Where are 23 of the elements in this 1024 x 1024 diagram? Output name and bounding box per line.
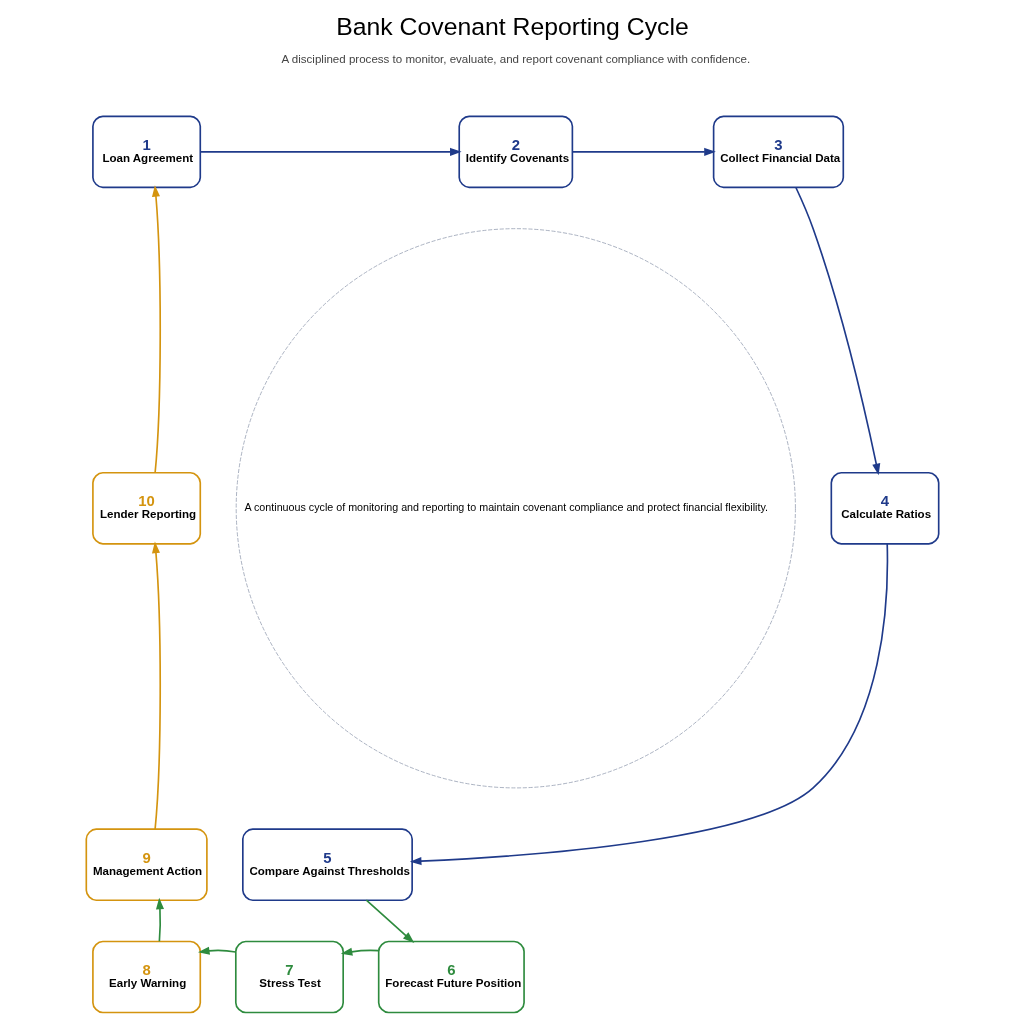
node-box: 6 Forecast Future Position [377, 940, 525, 1014]
node-box: 9 Management Action [84, 828, 208, 902]
arrow [365, 899, 414, 944]
arrow [199, 147, 462, 156]
node-box: 10 Lender Reporting [91, 471, 201, 545]
node-box: 1 Loan Agreement [91, 115, 201, 189]
diagram-title: Bank Covenant Reporting Cycle [335, 12, 689, 40]
node-box: 7 Stress Test [234, 940, 344, 1014]
arrow [197, 946, 236, 955]
arrow [794, 186, 880, 476]
node-box: 4 Calculate Ratios [830, 471, 940, 545]
node-circle: A continuous cycle of monitoring and reporting to maintain covenant compliance and protect financial flexibility. [235, 228, 796, 789]
arrow [151, 185, 161, 474]
arrow [340, 947, 379, 956]
label: A disciplined process to monitor, evaluate, and report covenant compliance with confidence. [281, 53, 750, 66]
node-box: 8 Early Warning [91, 940, 201, 1014]
arrow [571, 147, 716, 156]
arrow [409, 543, 888, 866]
node-box: 3 Collect Financial Data [712, 115, 844, 189]
arrow [151, 541, 161, 830]
node-box: 5 Compare Against Thresholds [241, 828, 413, 902]
arrow [155, 897, 164, 943]
node-box: 2 Identify Covenants [457, 115, 573, 189]
